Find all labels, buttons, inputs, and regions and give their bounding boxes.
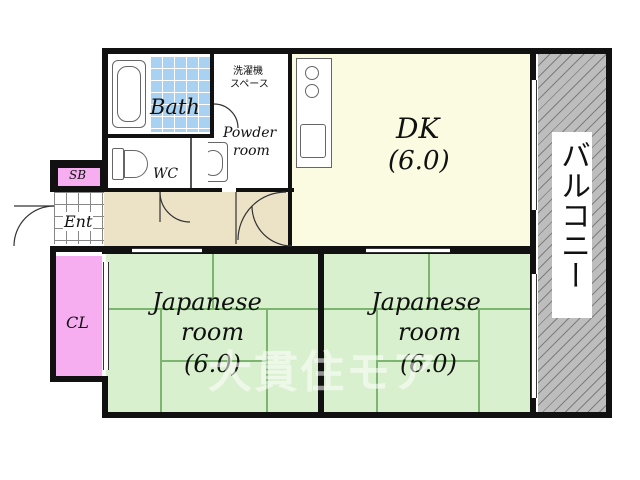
bath-tile-area bbox=[150, 56, 210, 132]
japanese-room-2-label-size: (6.0) bbox=[400, 350, 457, 378]
japanese-room-2-label-line1: Japanese bbox=[371, 288, 481, 316]
wall bbox=[50, 376, 106, 382]
wc-label: WC bbox=[153, 166, 179, 182]
japanese-room-1-label-line1: Japanese bbox=[152, 288, 262, 316]
bathtub-inner bbox=[117, 66, 141, 122]
wall bbox=[210, 48, 214, 138]
balcony-label: バルコニー bbox=[555, 140, 590, 290]
entrance-label: Ent bbox=[63, 212, 94, 231]
sliding-door bbox=[366, 248, 450, 253]
wall bbox=[102, 48, 108, 188]
tatami-line bbox=[376, 360, 478, 362]
wall bbox=[50, 160, 56, 192]
dk-label-size: (6.0) bbox=[388, 146, 450, 176]
tatami-line bbox=[428, 254, 430, 308]
closet bbox=[56, 256, 102, 376]
tatami-line bbox=[478, 310, 480, 412]
powder-room-label-line1: Powder bbox=[223, 125, 277, 141]
japanese-room-2-label-line2: room bbox=[398, 318, 462, 346]
bath-label: Bath bbox=[150, 95, 200, 119]
wall bbox=[102, 134, 214, 138]
balcony-label-box bbox=[552, 132, 592, 318]
closet-label: CL bbox=[66, 313, 89, 332]
wall bbox=[50, 246, 106, 252]
stove-burner-2 bbox=[305, 84, 319, 98]
wall bbox=[102, 48, 612, 54]
toilet-bowl bbox=[124, 150, 148, 178]
wall bbox=[50, 186, 108, 192]
dk-label-name: DK bbox=[396, 112, 440, 145]
wall bbox=[102, 412, 612, 418]
washing-machine-space-label-line1: 洗濯機 bbox=[233, 66, 263, 77]
wall bbox=[102, 376, 108, 418]
partition bbox=[190, 138, 192, 188]
window bbox=[531, 274, 537, 398]
stove-burner-1 bbox=[305, 66, 319, 80]
window bbox=[531, 80, 537, 210]
wall bbox=[50, 246, 56, 382]
powder-room-label-line2: room bbox=[233, 143, 270, 159]
tatami-line bbox=[266, 310, 268, 412]
kitchen-sink bbox=[300, 124, 326, 158]
wall bbox=[50, 160, 108, 166]
balcony bbox=[538, 54, 606, 412]
japanese-room-1-label-size: (6.0) bbox=[184, 350, 241, 378]
wall bbox=[102, 188, 222, 192]
sliding-door bbox=[132, 248, 202, 253]
tatami-line bbox=[212, 254, 214, 308]
watermark: 大貫住モア bbox=[208, 347, 438, 398]
entrance-door-arc bbox=[13, 205, 55, 247]
wall bbox=[606, 48, 612, 418]
washing-machine-space-label-line2: スペース bbox=[230, 79, 269, 90]
tatami-line bbox=[160, 360, 266, 362]
toilet-tank bbox=[112, 148, 124, 180]
wall bbox=[288, 48, 292, 248]
hallway bbox=[104, 192, 290, 246]
japanese-room-1-label-line2: room bbox=[181, 318, 245, 346]
japanese-room-2 bbox=[324, 254, 530, 412]
wall bbox=[236, 188, 294, 192]
wall bbox=[530, 48, 536, 418]
window bbox=[103, 262, 109, 370]
tatami-line bbox=[324, 308, 530, 310]
wall bbox=[318, 246, 324, 418]
tatami-line bbox=[106, 308, 320, 310]
sb-label: SB bbox=[69, 168, 87, 182]
